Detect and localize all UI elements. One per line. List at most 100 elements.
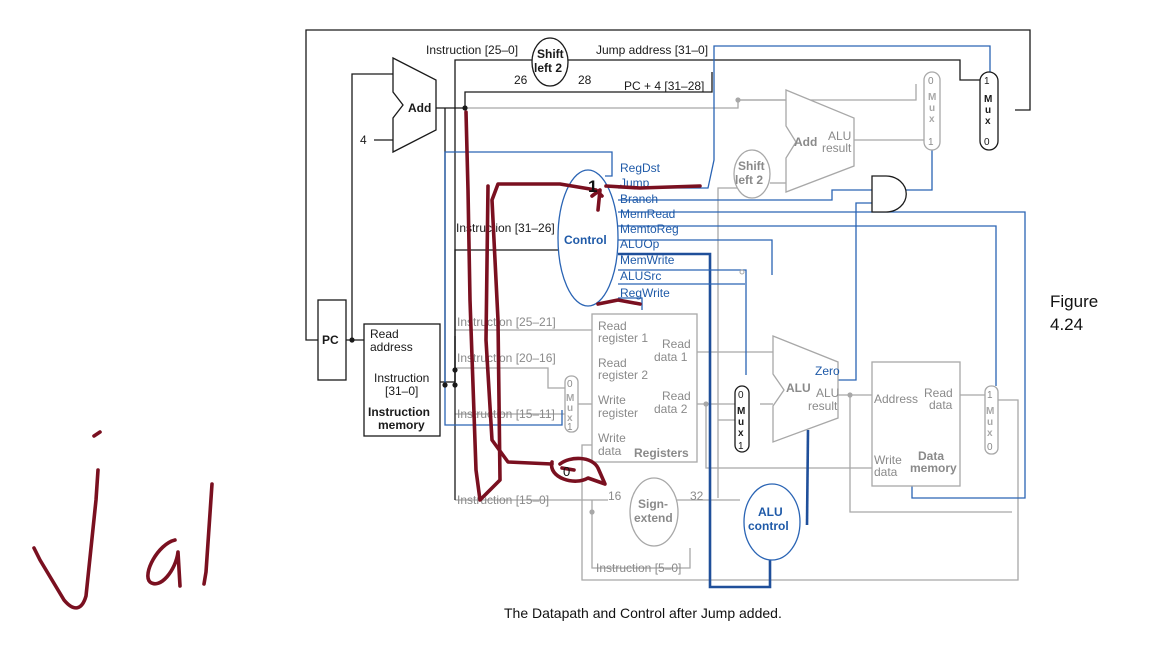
inactive-junction-dots [589, 97, 853, 515]
svg-text:Control: Control [564, 233, 607, 247]
handwritten-annotations: 1 0 [32, 110, 702, 610]
svg-text:x: x [985, 116, 991, 127]
svg-text:Registers: Registers [634, 446, 689, 460]
svg-text:data: data [874, 465, 898, 479]
branch-mux: 0 M u x 1 [923, 71, 941, 151]
main-alu: ALU ALU result [772, 335, 839, 443]
svg-text:Shift: Shift [738, 159, 765, 173]
instruction-20-16-label: Instruction [20–16] [457, 351, 556, 365]
register-file: Read register 1 Read register 2 Write re… [591, 313, 698, 463]
instruction-25-21-label: Instruction [25–21] [457, 315, 556, 329]
figure-caption: The Datapath and Control after Jump adde… [504, 605, 782, 621]
jump-mux: 1 M u x 0 [979, 71, 999, 151]
pc-register: PC [317, 299, 347, 381]
svg-text:control: control [748, 519, 789, 533]
svg-text:x: x [738, 428, 744, 439]
svg-text:M: M [986, 406, 994, 417]
signal-regwrite: RegWrite [620, 286, 670, 300]
svg-text:Add: Add [408, 101, 431, 115]
svg-text:register 2: register 2 [598, 368, 648, 382]
svg-text:M: M [928, 92, 936, 103]
svg-text:M: M [737, 406, 745, 417]
instruction-15-0-label: Instruction [15–0] [457, 493, 549, 507]
memtoreg-mux: 1 M u x 0 [984, 385, 999, 455]
svg-text:PC: PC [322, 333, 339, 347]
signal-branch: Branch [620, 192, 658, 206]
bits-32-label: 32 [690, 489, 704, 503]
svg-text:result: result [822, 141, 852, 155]
jump-address-label: Jump address [31–0] [596, 43, 708, 57]
svg-text:u: u [985, 105, 991, 116]
branch-adder: Add ALU result [785, 89, 855, 193]
svg-text:left 2: left 2 [534, 61, 562, 75]
instruction-31-26-label: Instruction [31–26] [456, 221, 555, 235]
control-unit: Control [557, 169, 619, 307]
svg-text:result: result [808, 399, 838, 413]
bits-26-label: 26 [514, 73, 528, 87]
instruction-memory: Read address Instruction [31–0] Instruct… [363, 323, 441, 437]
svg-text:data 2: data 2 [654, 402, 688, 416]
svg-text:0: 0 [984, 137, 990, 148]
junction-dots [349, 105, 468, 388]
svg-text:Read: Read [598, 356, 627, 370]
svg-text:Address: Address [874, 392, 918, 406]
signal-aluop: ALUOp [620, 237, 660, 251]
svg-text:1: 1 [567, 422, 573, 433]
svg-text:Data: Data [918, 449, 944, 463]
instruction-15-11-label: Instruction [15–11] [457, 407, 555, 421]
svg-text:1: 1 [987, 390, 993, 401]
svg-text:Read: Read [370, 327, 399, 341]
bits-16-label: 16 [608, 489, 622, 503]
svg-text:u: u [929, 103, 935, 114]
svg-text:data: data [929, 398, 953, 412]
zero-label: Zero [815, 364, 840, 378]
svg-text:extend: extend [634, 511, 673, 525]
data-memory: Address Read data Write data Data memory [871, 361, 961, 487]
svg-text:memory: memory [910, 461, 957, 475]
sign-extend: Sign- extend [629, 477, 679, 547]
svg-text:x: x [567, 413, 573, 424]
control-signal-labels: RegDst Jump Branch MemRead MemtoReg ALUO… [620, 161, 679, 300]
active-wires [305, 29, 1031, 500]
svg-text:0: 0 [738, 390, 744, 401]
svg-text:0: 0 [928, 76, 934, 87]
alusrc-mux: 0 M u x 1 [734, 385, 750, 453]
signal-memtoreg: MemtoReg [620, 222, 679, 236]
signal-alusrc: ALUSrc [620, 269, 661, 283]
alu-control: ALU control [743, 483, 801, 561]
handwritten-digit-zero: 0 [563, 464, 570, 479]
bits-28-label: 28 [578, 73, 592, 87]
svg-text:u: u [567, 403, 573, 414]
svg-text:data: data [598, 444, 622, 458]
svg-text:M: M [984, 94, 992, 105]
svg-text:u: u [987, 417, 993, 428]
svg-text:data 1: data 1 [654, 350, 688, 364]
svg-text:memory: memory [378, 418, 425, 432]
svg-text:Read: Read [662, 389, 691, 403]
svg-text:1: 1 [984, 76, 990, 87]
instruction-5-0-label: Instruction [5–0] [596, 561, 681, 575]
svg-text:Write: Write [598, 393, 626, 407]
signal-memwrite: MemWrite [620, 253, 675, 267]
svg-text:Write: Write [874, 453, 902, 467]
svg-text:Read: Read [598, 319, 627, 333]
open-dot [739, 269, 745, 275]
svg-text:register: register [598, 406, 638, 420]
inactive-wires [455, 84, 1019, 581]
constant-four: 4 [360, 133, 367, 147]
signal-regdst: RegDst [620, 161, 661, 175]
handwritten-digit-one: 1 [588, 177, 597, 196]
svg-text:x: x [987, 428, 993, 439]
svg-text:Add: Add [794, 135, 817, 149]
svg-text:M: M [566, 393, 574, 404]
svg-text:Instruction: Instruction [368, 405, 430, 419]
svg-text:ALU: ALU [816, 386, 839, 400]
svg-text:Write: Write [598, 431, 626, 445]
pc-plus-4-label: PC + 4 [31–28] [624, 79, 704, 93]
shift-left-2-top: Shift left 2 [531, 37, 569, 87]
svg-text:[31–0]: [31–0] [385, 384, 418, 398]
instruction-25-0-label: Instruction [25–0] [426, 43, 518, 57]
svg-text:u: u [738, 417, 744, 428]
